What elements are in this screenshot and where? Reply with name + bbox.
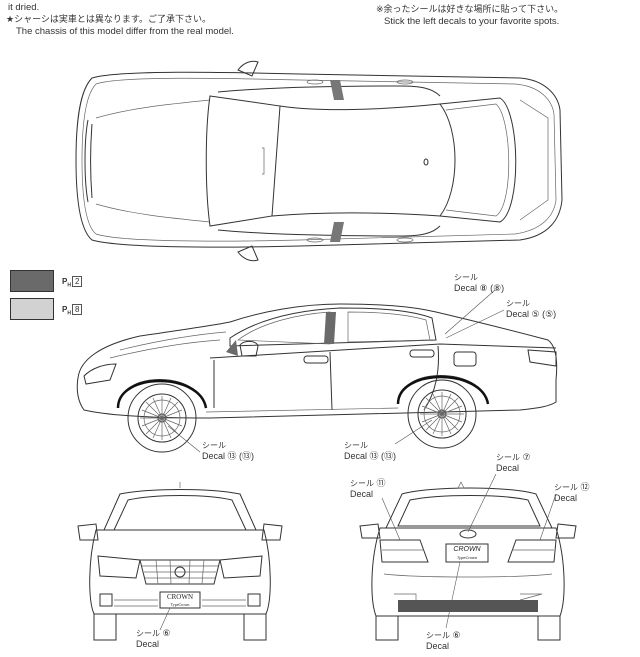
callout-decal-12: シール ⑫ Decal <box>554 482 590 503</box>
callout-decal-5: シール Decal ⑤ (⑤) <box>506 298 556 319</box>
rear-plate-subtext: TypeCrown <box>456 555 478 560</box>
callout-jp: シール <box>136 629 160 638</box>
callout-jp: シール <box>454 273 478 282</box>
top-view <box>75 60 563 262</box>
paint-swatch-light <box>10 298 54 320</box>
note-decals-jp: ※余ったシールは好きな場所に貼って下さい。 <box>376 5 564 15</box>
side-view <box>76 289 558 453</box>
paint-prefix: P <box>62 305 68 314</box>
callout-number: ⑧ (⑧) <box>479 283 505 293</box>
callout-jp: シール <box>350 479 374 488</box>
callout-en: Decal <box>506 309 530 319</box>
paint-sub: H <box>67 310 71 317</box>
callout-decal-6-rear: シール ⑥ Decal <box>426 630 461 651</box>
note-chassis-en: The chassis of this model differ from th… <box>16 26 234 37</box>
callout-jp: シール <box>344 441 368 450</box>
callout-decal-13-front: シール Decal ⑬ (⑬) <box>202 440 254 461</box>
callout-jp: シール <box>506 299 530 308</box>
callout-jp: シール <box>426 631 450 640</box>
rear-plate: CROWN TypeCrown <box>446 546 488 562</box>
callout-number: ⑦ <box>522 452 531 462</box>
callout-en: Decal <box>344 451 368 461</box>
callout-decal-11: シール ⑪ Decal <box>350 478 386 499</box>
front-plate: CROWN TypeCrown <box>160 593 200 609</box>
callout-decal-7: シール ⑦ Decal <box>496 452 531 473</box>
callout-number: ⑬ (⑬) <box>227 451 255 461</box>
paint-prefix: P <box>62 277 68 286</box>
front-plate-subtext: TypeCrown <box>170 602 190 607</box>
paint-code: 8 <box>71 304 83 315</box>
callout-number: ⑫ <box>580 482 590 492</box>
callout-decal-6-front: シール ⑥ Decal <box>136 628 171 649</box>
callout-en: Decal <box>426 641 450 651</box>
callout-number: ⑥ <box>162 628 171 638</box>
paint-swatch-dark <box>10 270 54 292</box>
callout-en: Decal <box>496 463 520 473</box>
rear-view <box>359 473 577 641</box>
front-plate-text: CROWN <box>166 593 194 601</box>
callout-number: ⑬ (⑬) <box>369 451 397 461</box>
note-decals-en: Stick the left decals to your favorite s… <box>384 16 560 27</box>
callout-jp: シール <box>496 453 520 462</box>
callout-decal-13-rear: シール Decal ⑬ (⑬) <box>344 440 396 461</box>
note-it-dried: it dried. <box>8 2 40 13</box>
callout-decal-8: シール Decal ⑧ (⑧) <box>454 272 504 293</box>
front-view <box>77 482 283 641</box>
callout-en: Decal <box>202 451 226 461</box>
callout-number: ⑤ (⑤) <box>531 309 557 319</box>
callout-en: Decal <box>136 639 160 649</box>
callout-jp: シール <box>202 441 226 450</box>
callout-en: Decal <box>554 493 578 503</box>
paint-code: 2 <box>71 276 83 287</box>
callout-number: ⑪ <box>376 478 386 488</box>
callout-en: Decal <box>454 283 478 293</box>
rear-plate-text: CROWN <box>453 546 481 553</box>
callout-jp: シール <box>554 483 578 492</box>
callout-number: ⑥ <box>452 630 461 640</box>
note-chassis-jp: ★シャーシは実車とは異なります。ご了承下さい。 <box>6 15 211 25</box>
paint-sub: H <box>67 282 71 289</box>
callout-en: Decal <box>350 489 374 499</box>
